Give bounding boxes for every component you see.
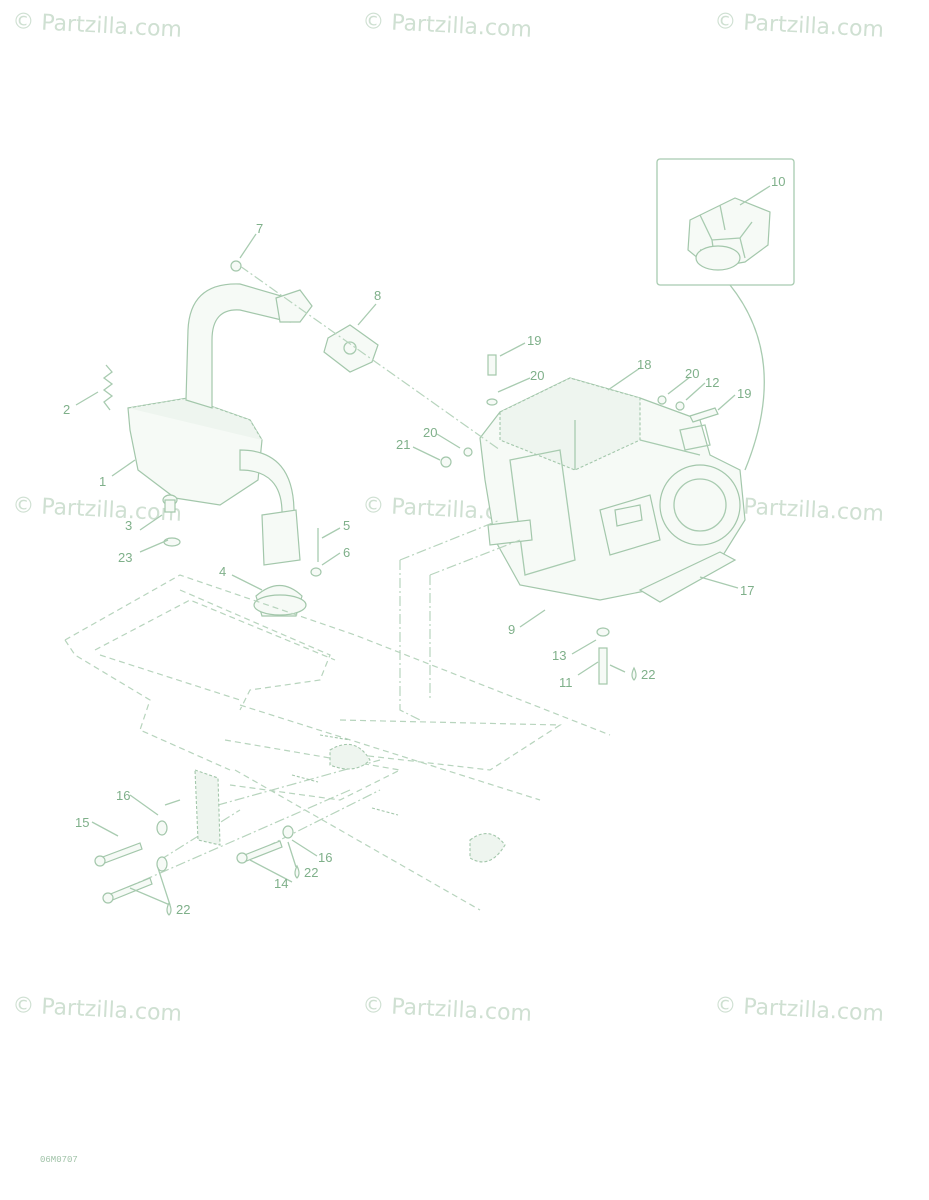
watermark-layer: © Partzilla.com © Partzilla.com © Partzi…	[12, 9, 885, 1027]
callout-5[interactable]: 5	[343, 518, 350, 533]
watermark: © Partzilla.com	[12, 9, 183, 43]
callout-7[interactable]: 7	[256, 221, 263, 236]
callout-17[interactable]: 17	[740, 583, 754, 598]
nut[interactable]	[230, 260, 242, 272]
frame-deck	[64, 265, 611, 911]
callout-4[interactable]: 4	[219, 564, 226, 579]
callout-10[interactable]: 10	[771, 174, 785, 189]
watermark: © Partzilla.com	[362, 9, 533, 43]
bolts-group[interactable]	[94, 799, 294, 904]
callout-16[interactable]: 16	[116, 788, 130, 803]
callout-20[interactable]: 20	[423, 425, 437, 440]
spring[interactable]	[102, 364, 114, 411]
callout-labels: 1 2 3 4 5 6 7 8 9 10 11 12 13 14 15 16 1…	[63, 174, 785, 917]
callout-20[interactable]: 20	[530, 368, 544, 383]
callout-18[interactable]: 18	[637, 357, 651, 372]
callout-2[interactable]: 2	[63, 402, 70, 417]
callout-14[interactable]: 14	[274, 876, 288, 891]
callout-11[interactable]: 11	[559, 675, 573, 690]
watermark: © Partzilla.com	[714, 993, 885, 1027]
leader-lines	[75, 185, 771, 906]
callout-8[interactable]: 8	[374, 288, 381, 303]
watermark: © Partzilla.com	[362, 993, 533, 1027]
oil-drop-icon	[166, 901, 172, 916]
muffler-hardware[interactable]	[162, 494, 322, 577]
callout-13[interactable]: 13	[552, 648, 566, 663]
mount-plate[interactable]	[638, 551, 737, 603]
callout-23[interactable]: 23	[118, 550, 132, 565]
callout-21[interactable]: 21	[396, 437, 410, 452]
engine-bolt[interactable]	[596, 627, 610, 685]
callout-1[interactable]: 1	[99, 474, 106, 489]
oil-drop-icon	[631, 666, 637, 681]
engine-assembly[interactable]	[479, 377, 746, 601]
mount-hardware[interactable]	[440, 354, 719, 468]
oil-drop-icon	[294, 864, 300, 879]
watermark: © Partzilla.com	[714, 9, 885, 43]
watermark: © Partzilla.com	[12, 993, 183, 1027]
drop-icons	[166, 666, 637, 916]
callout-6[interactable]: 6	[343, 545, 350, 560]
callout-22[interactable]: 22	[176, 902, 190, 917]
callout-12[interactable]: 12	[705, 375, 719, 390]
diagram-code: 06M0707	[40, 1155, 78, 1165]
callout-16[interactable]: 16	[318, 850, 332, 865]
callout-15[interactable]: 15	[75, 815, 89, 830]
engine-bracket[interactable]	[194, 769, 221, 846]
carburetor-inset[interactable]	[656, 158, 795, 471]
callout-19[interactable]: 19	[527, 333, 541, 348]
callout-9[interactable]: 9	[508, 622, 515, 637]
watermark: © Partzilla.com	[12, 493, 183, 527]
callout-19[interactable]: 19	[737, 386, 751, 401]
callout-22[interactable]: 22	[641, 667, 655, 682]
callout-20[interactable]: 20	[685, 366, 699, 381]
exhaust-gasket[interactable]	[323, 324, 379, 373]
callout-3[interactable]: 3	[125, 518, 132, 533]
callout-22[interactable]: 22	[304, 865, 318, 880]
